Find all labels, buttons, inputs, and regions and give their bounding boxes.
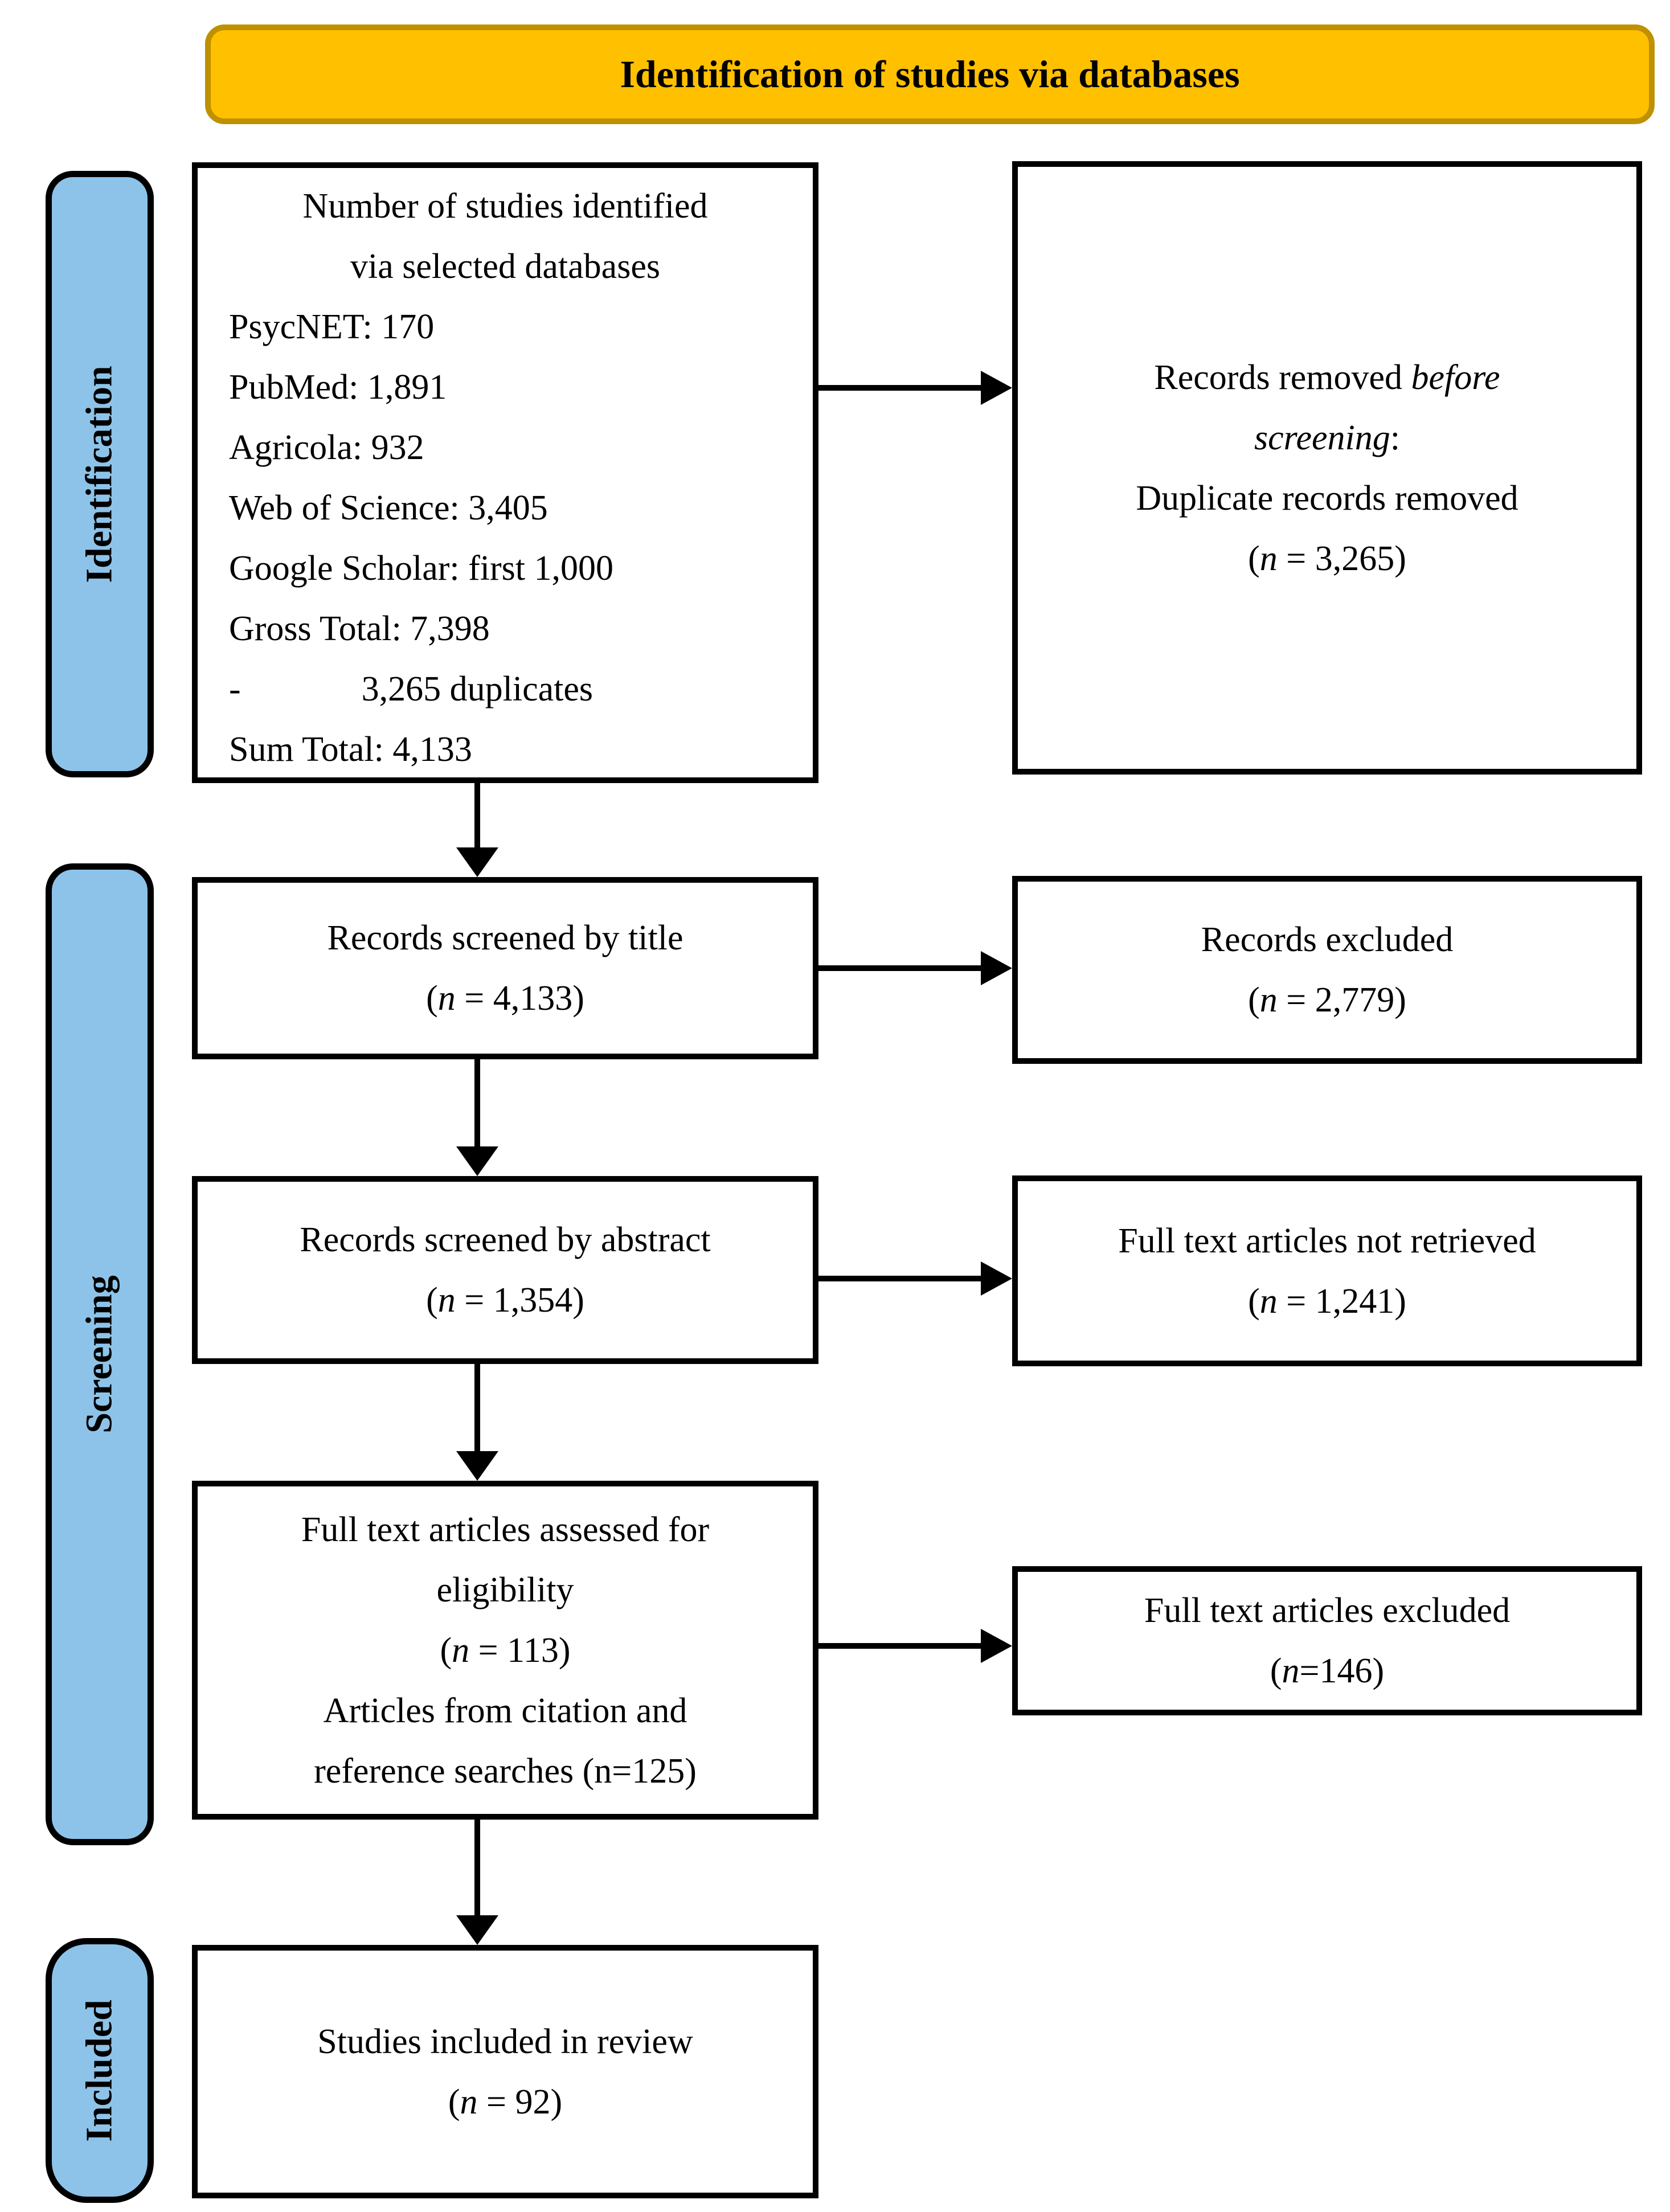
arrow-title-to-excluded-head [981, 951, 1012, 985]
n-value: = 2,779) [1277, 981, 1406, 1019]
n-open: ( [1248, 1281, 1260, 1321]
stage-label-included: Included [46, 1938, 154, 2203]
stage-label-included-text: Included [79, 1999, 120, 2142]
n-open: ( [448, 2082, 460, 2121]
arrow-abstract-to-eligibility-shaft [474, 1364, 480, 1452]
screened-abstract-count: (n = 1,354) [426, 1270, 584, 1330]
eligibility-line4: Articles from citation and [323, 1691, 687, 1730]
arrow-title-to-abstract-head [456, 1146, 498, 1176]
n-symbol: n [1259, 539, 1278, 578]
banner: Identification of studies via databases [205, 24, 1655, 124]
arrow-title-to-abstract-shaft [474, 1059, 480, 1148]
identified-duplicates-line: - 3,265 duplicates [198, 659, 813, 719]
removed-line2: screening: [1254, 408, 1400, 468]
n-symbol: n [452, 1631, 470, 1670]
records-excluded-count: (n = 2,779) [1248, 970, 1406, 1030]
fulltext-excluded-count: (n=146) [1270, 1641, 1384, 1701]
arrow-identified-to-removed-head [981, 371, 1012, 405]
box-studies-included-in-review: Studies included in review (n = 92) [192, 1945, 818, 2198]
arrow-identified-to-title-head [456, 847, 498, 877]
removed-line2-italic: screening [1254, 418, 1390, 457]
identified-item-wos: Web of Science: 3,405 [229, 489, 548, 527]
n-open: ( [426, 979, 438, 1018]
box-studies-identified: Number of studies identified via selecte… [192, 162, 818, 783]
screened-abstract-line: Records screened by abstract [300, 1220, 711, 1259]
n-symbol: n [1259, 981, 1278, 1019]
removed-count: (n = 3,265) [1248, 529, 1406, 589]
identified-title-line1: Number of studies identified [302, 187, 708, 226]
n-value: = 1,354) [455, 1281, 584, 1320]
n-symbol: n [1259, 1281, 1278, 1321]
records-excluded-line: Records excluded [1201, 920, 1454, 959]
arrow-identified-to-removed-shaft [818, 385, 983, 391]
box-records-screened-by-abstract: Records screened by abstract (n = 1,354) [192, 1176, 818, 1364]
banner-title: Identification of studies via databases [620, 52, 1240, 96]
included-review-line: Studies included in review [317, 2022, 693, 2061]
n-open: ( [1270, 1652, 1282, 1690]
box-fulltext-not-retrieved: Full text articles not retrieved (n = 1,… [1012, 1175, 1642, 1366]
removed-line2-colon: : [1390, 418, 1400, 457]
removed-line1-regular: Records removed [1154, 358, 1411, 397]
identified-item-agricola: Agricola: 932 [229, 428, 424, 467]
box-fulltext-assessed-eligibility: Full text articles assessed for eligibil… [192, 1481, 818, 1820]
eligibility-count: (n = 113) [440, 1620, 571, 1681]
box-records-removed-before-screening: Records removed before screening: Duplic… [1012, 161, 1642, 775]
stage-label-identification-text: Identification [79, 365, 120, 583]
n-value: = 92) [477, 2082, 563, 2121]
n-value: = 113) [469, 1631, 571, 1670]
identified-sum-total: Sum Total: 4,133 [229, 730, 472, 769]
n-open: ( [440, 1631, 452, 1670]
not-retrieved-count: (n = 1,241) [1248, 1271, 1406, 1332]
n-symbol: n [460, 2082, 478, 2121]
n-open: ( [426, 1281, 438, 1320]
identified-item-gross: Gross Total: 7,398 [229, 609, 490, 648]
removed-line1-italic: before [1411, 358, 1500, 397]
eligibility-line5: reference searches (n=125) [314, 1751, 697, 1791]
identified-item-psycnet: PsycNET: 170 [229, 308, 435, 346]
fulltext-excluded-line: Full text articles excluded [1144, 1591, 1511, 1630]
screened-title-line: Records screened by title [327, 919, 683, 957]
stage-label-screening-text: Screening [79, 1275, 121, 1433]
n-value: = 3,265) [1277, 539, 1406, 578]
included-review-count: (n = 92) [448, 2072, 562, 2132]
arrow-eligibility-to-ftexcluded-shaft [818, 1643, 983, 1649]
not-retrieved-line: Full text articles not retrieved [1118, 1221, 1536, 1260]
n-value: = 1,241) [1277, 1281, 1406, 1321]
stage-label-identification: Identification [46, 171, 154, 777]
removed-line3: Duplicate records removed [1136, 478, 1518, 518]
n-symbol: n [437, 1281, 456, 1320]
identified-item-pubmed: PubMed: 1,891 [229, 368, 447, 407]
identified-title-line2: via selected databases [350, 247, 660, 286]
arrow-abstract-to-eligibility-head [456, 1451, 498, 1481]
arrow-eligibility-to-included-shaft [474, 1820, 480, 1916]
arrow-title-to-excluded-shaft [818, 965, 983, 971]
removed-line1: Records removed before [1154, 347, 1500, 408]
stage-label-screening: Screening [46, 863, 154, 1845]
n-value: = 4,133) [455, 979, 584, 1018]
n-value: =146) [1299, 1652, 1385, 1690]
arrow-abstract-to-notretrieved-head [981, 1261, 1012, 1296]
screened-title-count: (n = 4,133) [426, 968, 584, 1029]
arrow-eligibility-to-included-head [456, 1915, 498, 1945]
arrow-identified-to-title-shaft [474, 783, 480, 849]
n-symbol: n [1282, 1652, 1300, 1690]
box-records-excluded: Records excluded (n = 2,779) [1012, 876, 1642, 1064]
duplicates-text: 3,265 duplicates [361, 670, 593, 708]
arrow-eligibility-to-ftexcluded-head [981, 1629, 1012, 1663]
eligibility-line1: Full text articles assessed for [301, 1510, 710, 1549]
identified-item-gscholar: Google Scholar: first 1,000 [229, 549, 614, 588]
box-fulltext-excluded: Full text articles excluded (n=146) [1012, 1566, 1642, 1715]
duplicates-dash: - [229, 670, 241, 708]
eligibility-line2: eligibility [436, 1570, 574, 1609]
box-records-screened-by-title: Records screened by title (n = 4,133) [192, 877, 818, 1059]
n-open: ( [1248, 981, 1260, 1019]
n-open: ( [1248, 539, 1260, 578]
arrow-abstract-to-notretrieved-shaft [818, 1276, 983, 1281]
n-symbol: n [437, 979, 456, 1018]
